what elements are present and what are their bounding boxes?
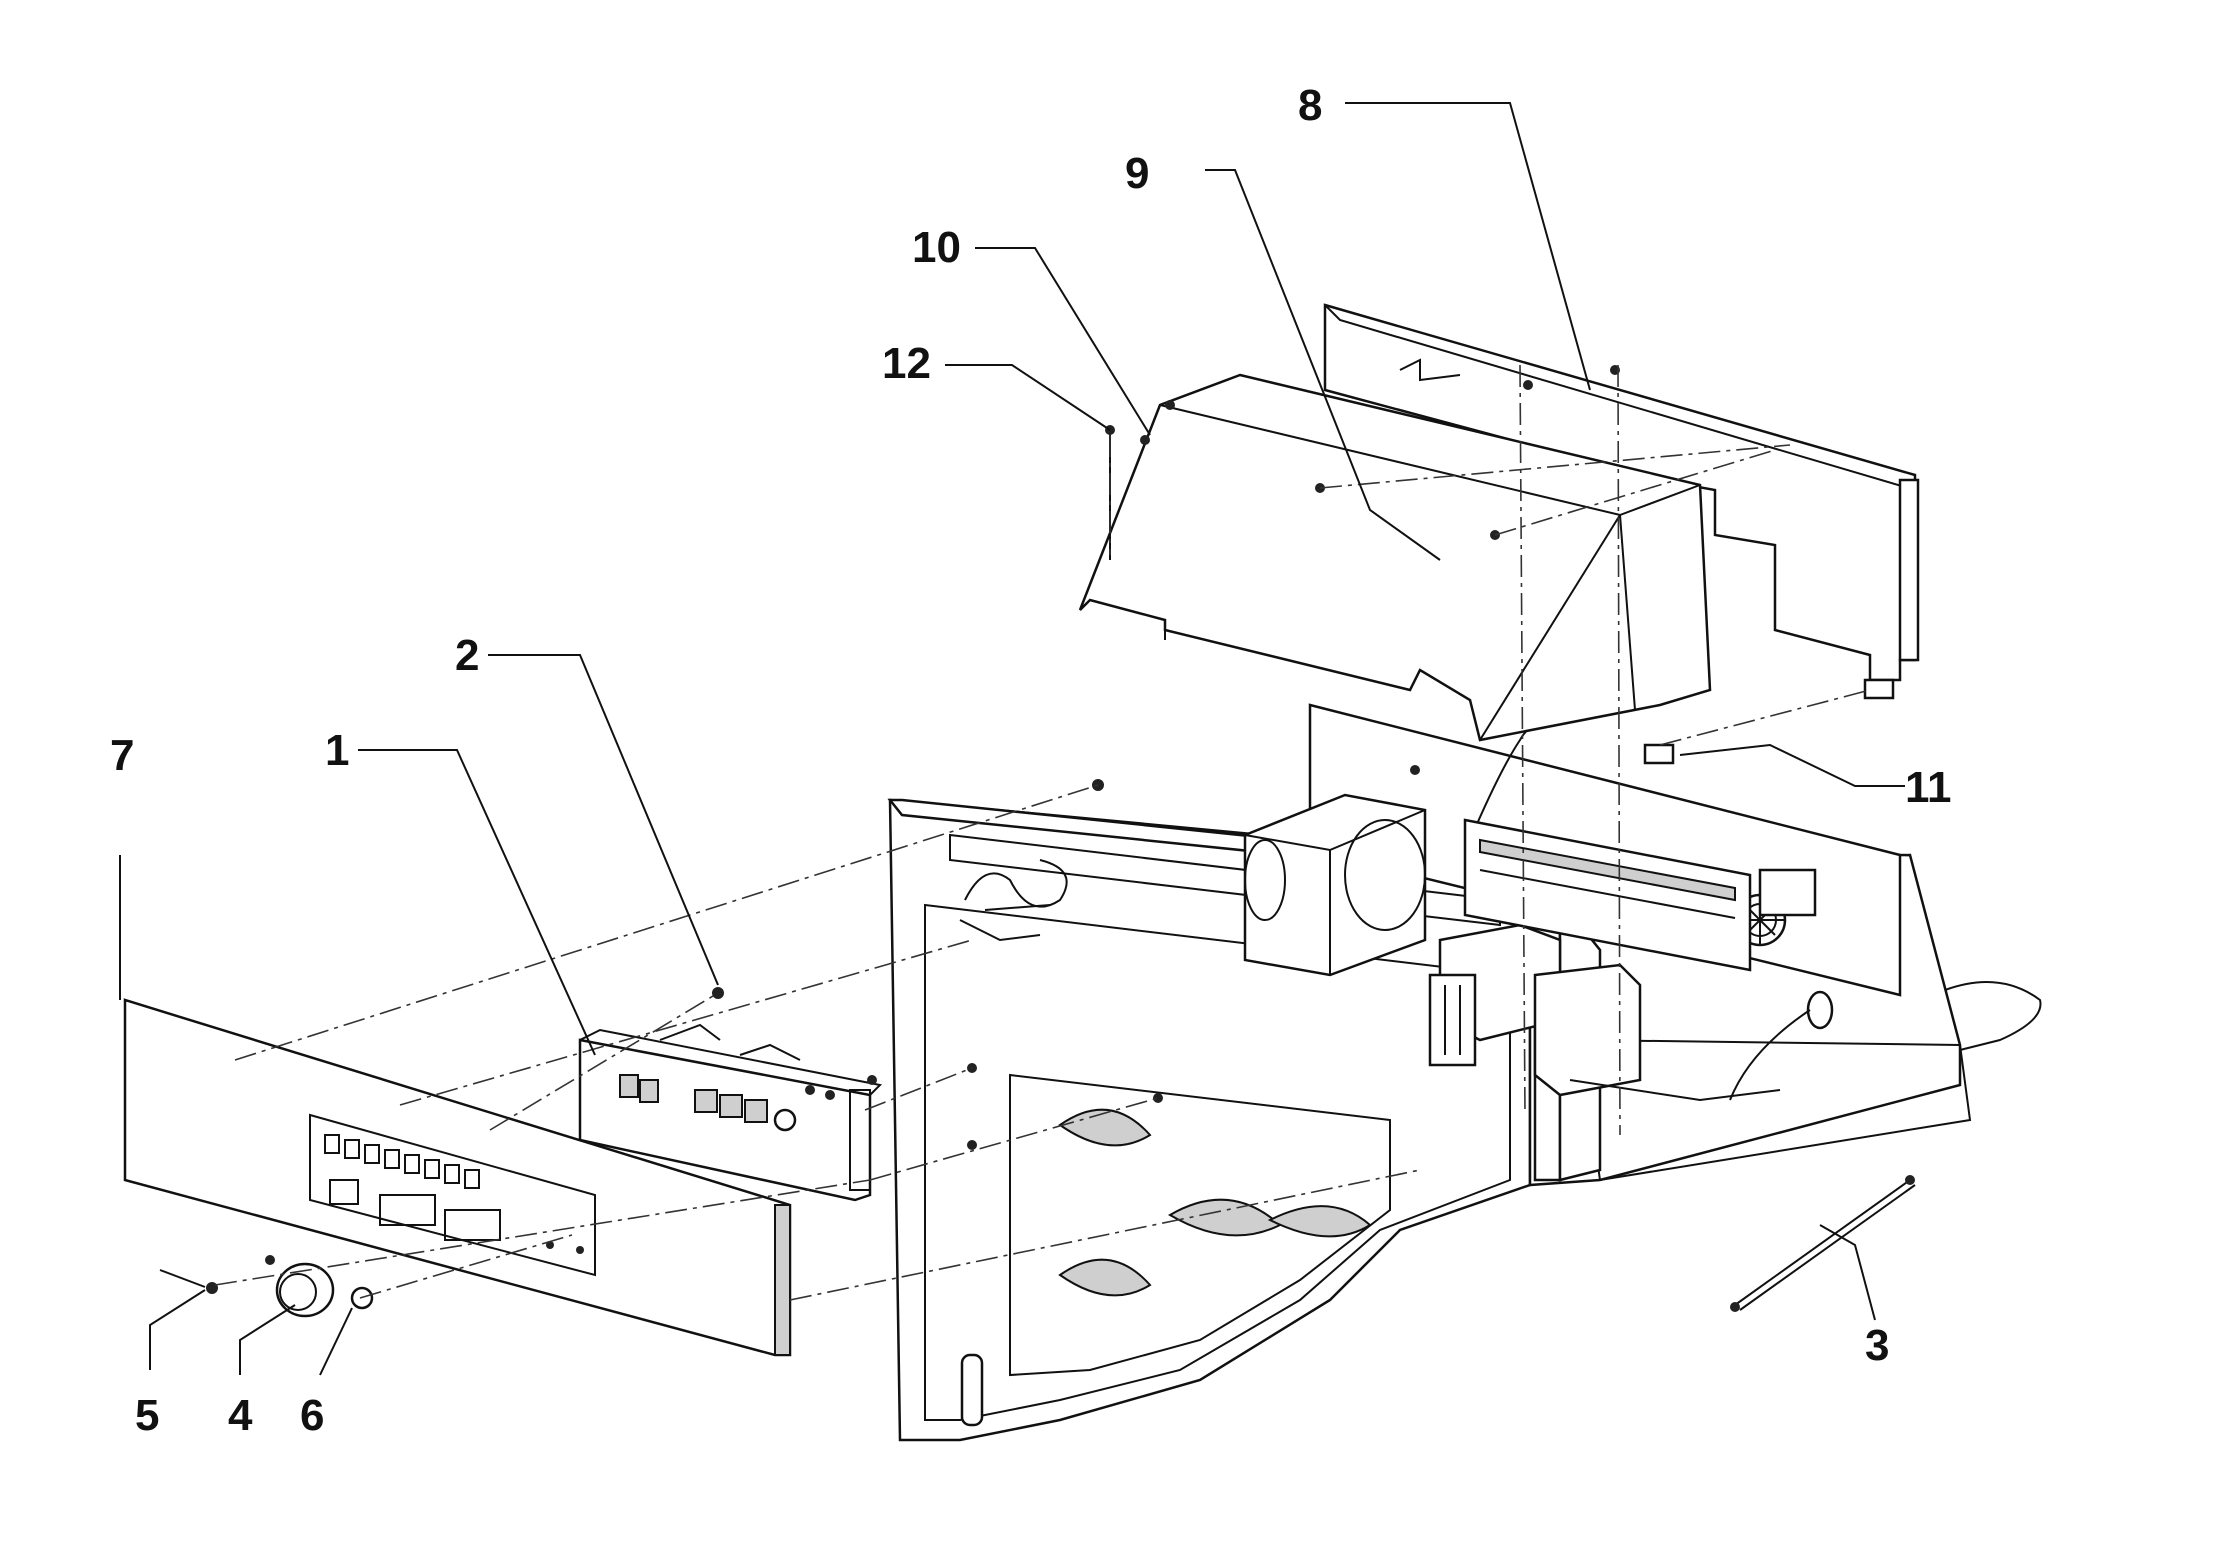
- callout-8: 8: [1298, 81, 1322, 130]
- callout-7: 7: [110, 731, 134, 780]
- callout-1: 1: [325, 726, 349, 775]
- leader-lines: [119, 102, 1905, 1376]
- part-5-screws: [159, 1255, 275, 1294]
- callout-11: 11: [1905, 763, 1952, 812]
- callout-3: 3: [1865, 1321, 1889, 1370]
- callout-2: 2: [455, 631, 479, 680]
- part-1-control-board: [578, 1023, 883, 1202]
- callout-4: 4: [228, 1391, 253, 1440]
- assembly-lines: [214, 364, 1871, 1301]
- oven-chassis: [887, 703, 1972, 1442]
- part-3-wire: [1730, 1175, 1916, 1312]
- callout-10: 10: [912, 223, 961, 272]
- internal-components: [959, 719, 2042, 1102]
- callout-9: 9: [1125, 149, 1149, 198]
- callout-12: 12: [882, 339, 931, 388]
- part-7-control-panel: [123, 998, 792, 1357]
- display-digits: [324, 1134, 480, 1189]
- callout-6: 6: [300, 1391, 324, 1440]
- callout-5: 5: [135, 1391, 159, 1440]
- part-4-knob: [275, 1262, 335, 1318]
- callout-labels: 1 2 3 4 5 6 7 8 9 10 11 12: [110, 81, 1952, 1440]
